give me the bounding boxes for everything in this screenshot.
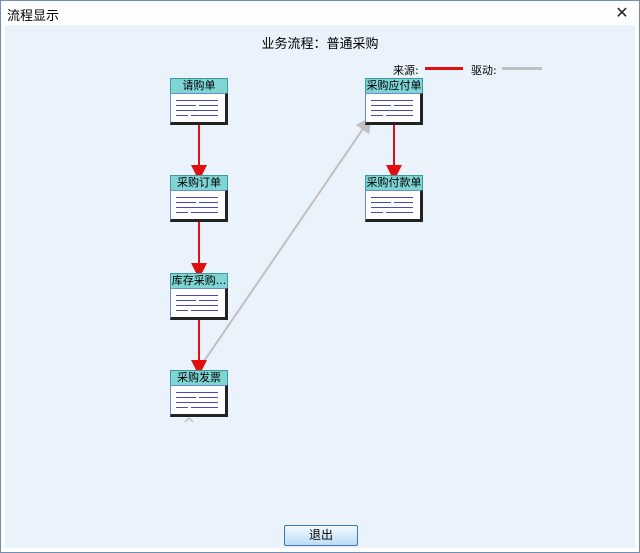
legend-source-line: [425, 67, 463, 70]
title-bar: 流程显示 ✕: [1, 1, 639, 25]
drive-arrow-invoice-to-payable: [199, 116, 372, 368]
close-icon: ✕: [615, 3, 629, 22]
node-purchase-order[interactable]: 采购订单: [170, 175, 228, 222]
document-icon: [365, 190, 423, 222]
document-icon: [365, 93, 423, 125]
node-label: 采购付款单: [365, 175, 423, 191]
flow-canvas: 业务流程：普通采购 来源: 驱动: 请购单: [5, 25, 635, 548]
document-icon: [170, 190, 228, 222]
flow-connectors: [184, 116, 402, 423]
legend-source-label: 来源:: [393, 64, 419, 77]
exit-button[interactable]: 退出: [284, 525, 358, 546]
close-button[interactable]: ✕: [611, 3, 633, 23]
node-label: 采购订单: [170, 175, 228, 191]
node-payment[interactable]: 采购付款单: [365, 175, 423, 222]
node-stock-receipt[interactable]: 库存采购...: [170, 273, 228, 320]
window-title: 流程显示: [7, 9, 60, 24]
legend-drive-label: 驱动:: [471, 64, 497, 77]
chevron-up-icon: [184, 416, 194, 423]
node-purchase-invoice[interactable]: 采购发票: [170, 370, 228, 417]
flow-title: 业务流程：普通采购: [261, 37, 379, 52]
legend-drive-line: [502, 67, 542, 70]
node-payable[interactable]: 采购应付单: [365, 78, 423, 125]
node-label: 库存采购...: [170, 273, 228, 289]
document-icon: [170, 93, 228, 125]
node-label: 采购应付单: [365, 78, 423, 94]
node-label: 请购单: [170, 78, 228, 94]
node-requisition[interactable]: 请购单: [170, 78, 228, 125]
node-label: 采购发票: [170, 370, 228, 386]
document-icon: [170, 288, 228, 320]
document-icon: [170, 385, 228, 417]
